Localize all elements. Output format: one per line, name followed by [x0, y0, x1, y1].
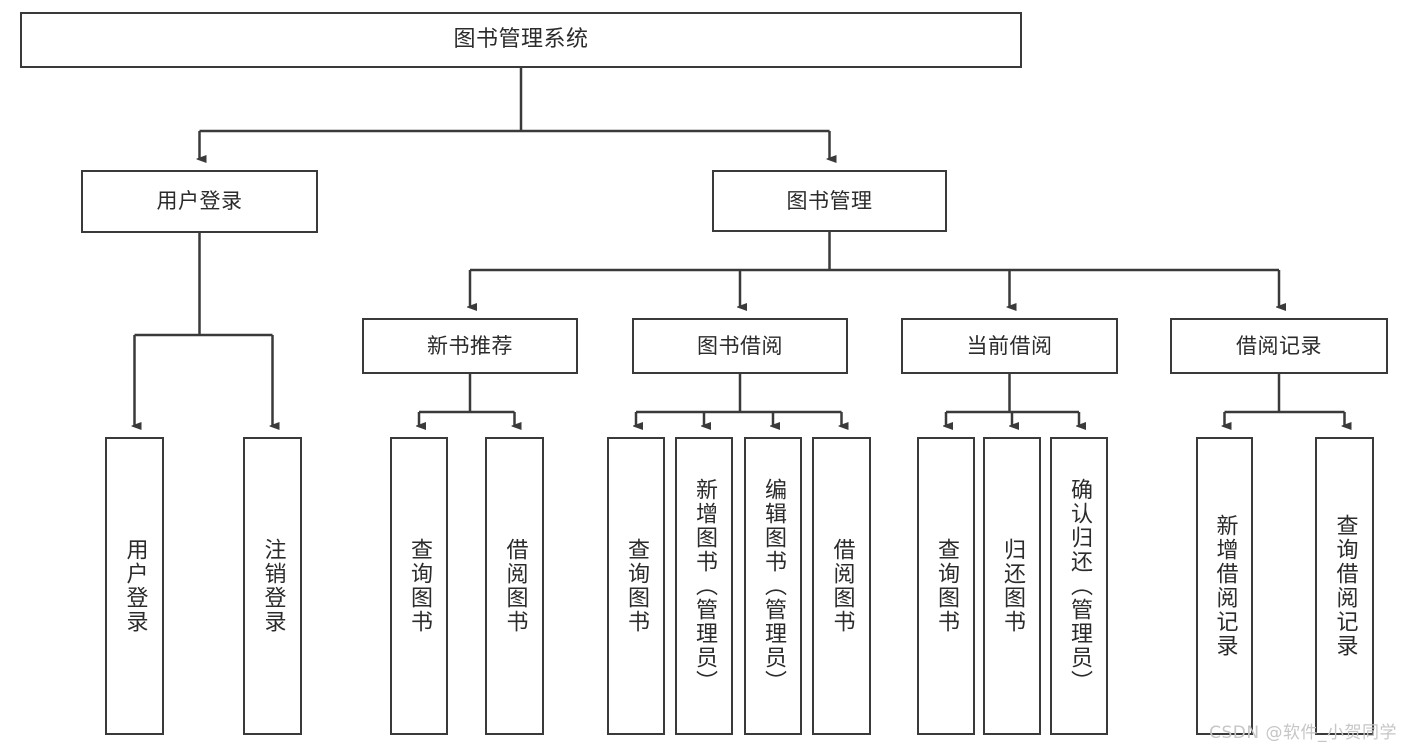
- connector-lines: [135, 68, 1345, 426]
- node-leaf-add-book[interactable]: 新增图书（管理员）: [675, 437, 733, 735]
- node-leaf-return-book[interactable]: 归还图书: [983, 437, 1041, 735]
- node-leaf-logout-label: 注销登录: [260, 538, 286, 634]
- node-book-borrow[interactable]: 图书借阅: [632, 318, 848, 374]
- node-new-book-recommend[interactable]: 新书推荐: [362, 318, 578, 374]
- node-leaf-borrow-book-1-label: 借阅图书: [502, 538, 528, 634]
- node-leaf-add-record-label: 新增借阅记录: [1212, 514, 1238, 658]
- node-leaf-query-book-2-label: 查询图书: [624, 538, 649, 634]
- node-borrow-record-label: 借阅记录: [1236, 333, 1322, 358]
- node-root-label: 图书管理系统: [453, 27, 589, 53]
- node-leaf-confirm-return[interactable]: 确认归还（管理员）: [1050, 437, 1108, 735]
- node-leaf-edit-book-label: 编辑图书（管理员）: [761, 478, 786, 694]
- node-leaf-query-book-3-label: 查询图书: [934, 538, 959, 634]
- node-leaf-add-record[interactable]: 新增借阅记录: [1196, 437, 1253, 735]
- node-book-manage[interactable]: 图书管理: [712, 170, 947, 232]
- node-leaf-borrow-book-2[interactable]: 借阅图书: [812, 437, 871, 735]
- node-new-book-recommend-label: 新书推荐: [427, 333, 513, 358]
- node-leaf-confirm-return-label: 确认归还（管理员）: [1067, 478, 1092, 694]
- node-user-login[interactable]: 用户登录: [81, 170, 318, 233]
- node-leaf-logout[interactable]: 注销登录: [243, 437, 302, 735]
- node-borrow-record[interactable]: 借阅记录: [1170, 318, 1388, 374]
- node-root[interactable]: 图书管理系统: [20, 12, 1022, 68]
- node-leaf-borrow-book-1[interactable]: 借阅图书: [485, 437, 544, 735]
- node-current-borrow-label: 当前借阅: [966, 333, 1053, 358]
- node-book-borrow-label: 图书借阅: [697, 333, 783, 358]
- node-leaf-query-book-1-label: 查询图书: [407, 538, 432, 634]
- node-leaf-query-book-2[interactable]: 查询图书: [607, 437, 665, 735]
- node-leaf-query-record-label: 查询借阅记录: [1332, 514, 1358, 658]
- node-leaf-user-login-label: 用户登录: [122, 538, 148, 634]
- node-leaf-borrow-book-2-label: 借阅图书: [829, 538, 855, 634]
- node-leaf-query-record[interactable]: 查询借阅记录: [1315, 437, 1374, 735]
- node-leaf-query-book-1[interactable]: 查询图书: [390, 437, 448, 735]
- node-current-borrow[interactable]: 当前借阅: [901, 318, 1118, 374]
- node-leaf-query-book-3[interactable]: 查询图书: [917, 437, 975, 735]
- node-leaf-user-login[interactable]: 用户登录: [105, 437, 164, 735]
- node-user-login-label: 用户登录: [156, 189, 243, 214]
- node-leaf-edit-book[interactable]: 编辑图书（管理员）: [744, 437, 802, 735]
- node-book-manage-label: 图书管理: [786, 188, 873, 213]
- node-leaf-return-book-label: 归还图书: [1000, 538, 1025, 634]
- node-leaf-add-book-label: 新增图书（管理员）: [692, 478, 717, 694]
